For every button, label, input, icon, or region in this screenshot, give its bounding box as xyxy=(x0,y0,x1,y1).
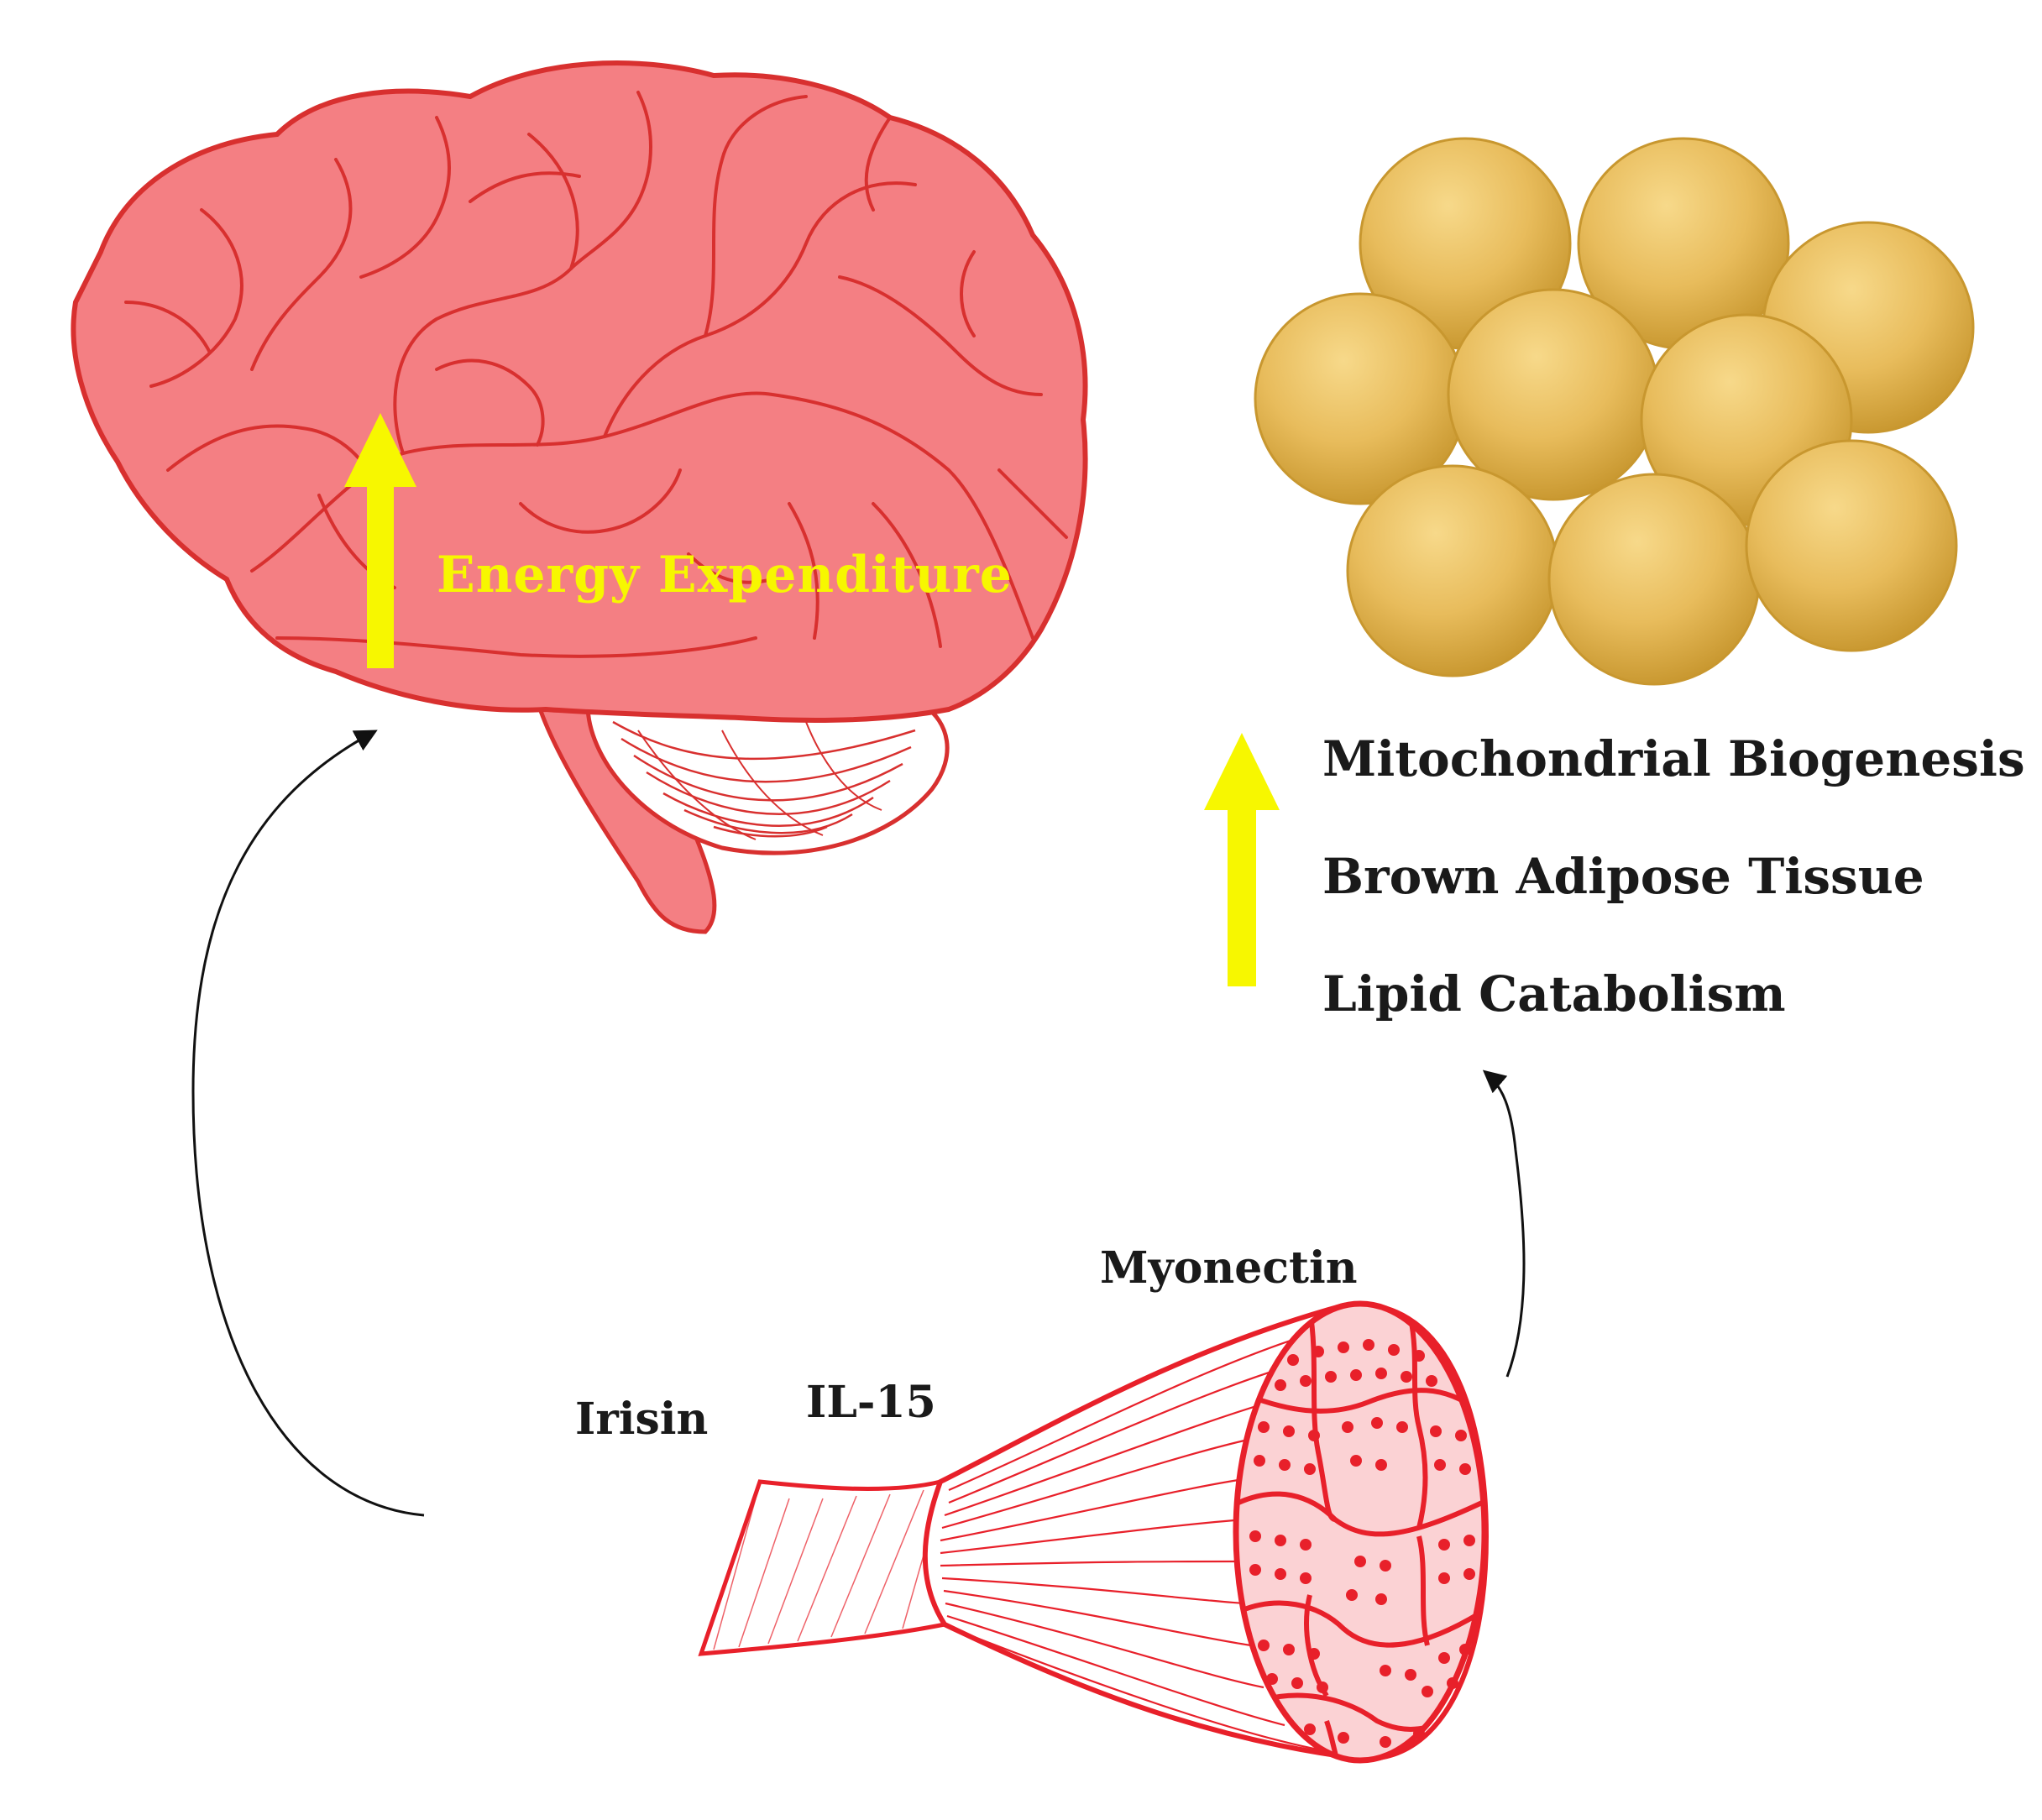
arrow-muscle-to-brain xyxy=(191,730,425,1517)
energy-expenditure-label: Energy Expenditure xyxy=(437,546,1013,604)
fat-cell xyxy=(1745,439,1958,652)
effect-brown-adipose-tissue: Brown Adipose Tissue xyxy=(1322,848,1924,905)
muscle-illustration xyxy=(698,1300,1490,1764)
arrow-muscle-to-adipose xyxy=(1482,1070,1526,1378)
fat-cell xyxy=(1447,288,1660,501)
muscle-fiber-dots xyxy=(1249,1339,1475,1748)
effect-mitochondrial-biogenesis: Mitochondrial Biogenesis xyxy=(1322,730,2025,787)
myokine-myonectin: Myonectin xyxy=(1100,1242,1358,1294)
adipose-up-arrow-icon xyxy=(1204,733,1280,986)
brain-up-arrow-icon xyxy=(344,413,416,668)
muscle-tendon xyxy=(698,1478,949,1656)
fat-cell xyxy=(1346,464,1559,677)
cerebellum xyxy=(585,703,950,855)
myokine-irisin: Irisin xyxy=(575,1394,709,1445)
brain-illustration xyxy=(71,60,1088,934)
cerebrum xyxy=(71,60,1088,723)
effect-lipid-catabolism: Lipid Catabolism xyxy=(1322,965,1786,1022)
myokine-il15: IL-15 xyxy=(806,1377,936,1428)
fat-cell xyxy=(1547,473,1761,686)
adipose-cluster xyxy=(1254,137,1975,686)
